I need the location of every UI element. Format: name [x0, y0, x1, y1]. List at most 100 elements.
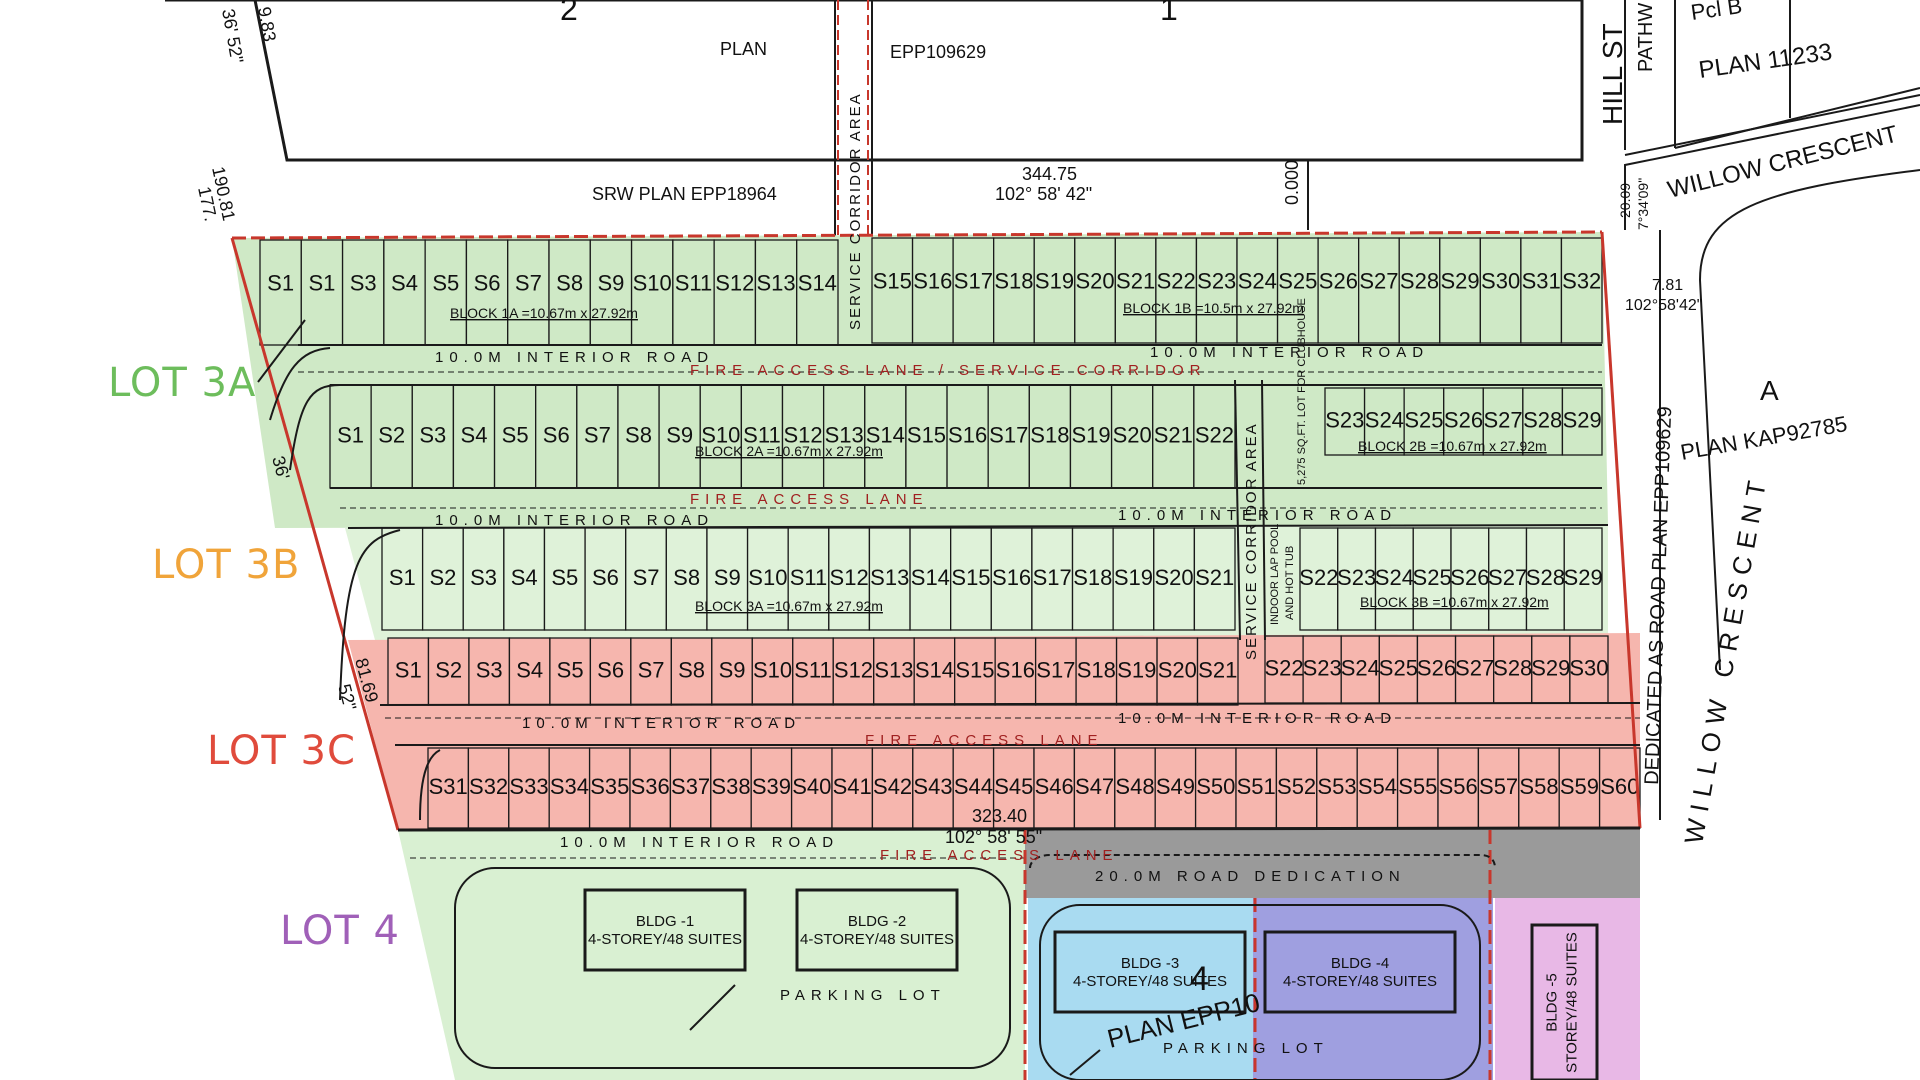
slot-label: S17 [954, 269, 993, 294]
slot-cell [706, 527, 749, 631]
bearing-7-81: 102°58'42" [1625, 297, 1702, 314]
building-outline [1053, 930, 1247, 1014]
slot-label: S47 [1075, 774, 1114, 799]
slot-cell [424, 239, 468, 346]
slot-cell [1236, 237, 1279, 344]
interior-road-1b: 10.0M INTERIOR ROAD [1150, 344, 1429, 361]
slot-cell [990, 527, 1033, 631]
slot-label: S4 [516, 658, 543, 683]
slot-cell [1522, 387, 1564, 456]
arrow-2 [689, 984, 736, 1031]
slot-cell [589, 239, 633, 346]
slot-label: S1 [267, 271, 294, 296]
dim-323-40: 323.40 [972, 806, 1027, 826]
slot-label: S11 [790, 565, 828, 590]
building-name: BLDG -2 [848, 913, 906, 930]
lot-2-number: 2 [560, 0, 578, 27]
slot-cell [421, 527, 464, 631]
slot-cell [1563, 527, 1603, 631]
slot-label: S20 [1113, 423, 1152, 448]
slot-label: S29 [1564, 565, 1603, 590]
slot-label: S18 [1073, 565, 1112, 590]
clubhouse-label: 5,275 SQ.FT. LOT FOR CLUBHOUSE [1296, 298, 1308, 485]
hill-st-label: HILL ST [1597, 23, 1628, 125]
slot-cell [911, 237, 954, 344]
slot-cell [1275, 747, 1318, 829]
slot-cell [259, 239, 302, 346]
block-1b-label: BLOCK 1B =10.5m x 27.92m [1123, 300, 1304, 316]
slot-cell [507, 239, 550, 346]
slot-label: S26 [1450, 565, 1489, 590]
plan-labels: SERVICE CORRIDOR AREA SERVICE CORRIDOR A… [268, 92, 1549, 1057]
slot-label: S49 [1156, 774, 1195, 799]
slot-cell [1073, 747, 1116, 829]
slot-cell [1520, 237, 1563, 344]
service-corridor-label-1: SERVICE CORRIDOR AREA [847, 92, 864, 330]
slot-cell [1340, 635, 1380, 704]
slot-label: S20 [1075, 269, 1114, 294]
slot-label: S54 [1358, 774, 1397, 799]
slot-label: S28 [1526, 565, 1565, 590]
fire-lane-service-label: FIRE ACCESS LANE / SERVICE CORRIDOR [690, 362, 1206, 379]
slot-cell [1154, 747, 1197, 829]
building-outline [583, 888, 747, 972]
slot-cell [1358, 237, 1400, 344]
slot-label: S16 [913, 269, 952, 294]
slot-label: S41 [833, 774, 872, 799]
slot-cell [1482, 387, 1524, 456]
slot-label: S51 [1237, 774, 1276, 799]
slot-label: S19 [1117, 658, 1156, 683]
lot-1-number: 1 [1160, 0, 1178, 27]
slot-cell [670, 637, 713, 706]
slot-cell [711, 637, 753, 706]
fire-lane-label-2: FIRE ACCESS LANE [690, 491, 929, 508]
slot-label: S25 [1404, 408, 1443, 433]
lot-3c-label: LOT 3C [207, 728, 356, 774]
slot-cell [831, 747, 874, 829]
building-desc: 4-STOREY/48 SUITES [800, 931, 954, 948]
slot-label: S37 [671, 774, 710, 799]
slot-label: S5 [502, 423, 529, 448]
slot-label: S9 [719, 658, 746, 683]
slot-label: S8 [625, 423, 652, 448]
slot-cell [1403, 387, 1445, 456]
slot-label: S24 [1238, 269, 1277, 294]
dim-left-b: 36' 52" [218, 7, 247, 65]
slot-label: S21 [1116, 269, 1155, 294]
slot-label: S5 [432, 271, 459, 296]
slot-cell [665, 527, 708, 631]
slot-label: S29 [1531, 656, 1570, 681]
slot-label: S26 [1444, 408, 1483, 433]
slot-cell [1193, 384, 1236, 489]
slot-label: S27 [1359, 269, 1398, 294]
interior-road-2a: 10.0M INTERIOR ROAD [435, 512, 714, 529]
parking-lot-label-2: PARKING LOT [1163, 1040, 1329, 1057]
slot-cell [1412, 527, 1452, 631]
slot-cell [1074, 237, 1116, 344]
slot-cell [465, 239, 509, 346]
slot-cell [787, 527, 830, 631]
slot-cell [905, 384, 948, 489]
slot-cell [1374, 527, 1414, 631]
slot-label: S28 [1400, 269, 1439, 294]
slot-label: S17 [1033, 565, 1072, 590]
slot-cell [864, 384, 907, 489]
slot-label: S12 [715, 271, 754, 296]
slot-label: S58 [1519, 774, 1558, 799]
slot-cell [1155, 237, 1198, 344]
slot-label: S46 [1035, 774, 1074, 799]
slot-label: S6 [597, 658, 624, 683]
interior-road-3a: 10.0M INTERIOR ROAD [522, 715, 801, 732]
road-dedication-label: 20.0M ROAD DEDICATION [1095, 868, 1406, 885]
parking-lot-2-outline [1039, 904, 1481, 1080]
slot-cell [1302, 635, 1342, 704]
block-3a-label: BLOCK 3A =10.67m x 27.92m [695, 598, 883, 614]
slot-label: S8 [673, 565, 700, 590]
dim-0-000: 0.000 [1282, 160, 1302, 205]
willow-crescent-right: WILLOW CRESCENT [1678, 471, 1773, 846]
slot-label: S7 [515, 271, 542, 296]
slot-cell [1299, 527, 1339, 631]
slot-cell [1398, 237, 1441, 344]
slot-label: S5 [551, 565, 578, 590]
slot-cell [987, 384, 1030, 489]
